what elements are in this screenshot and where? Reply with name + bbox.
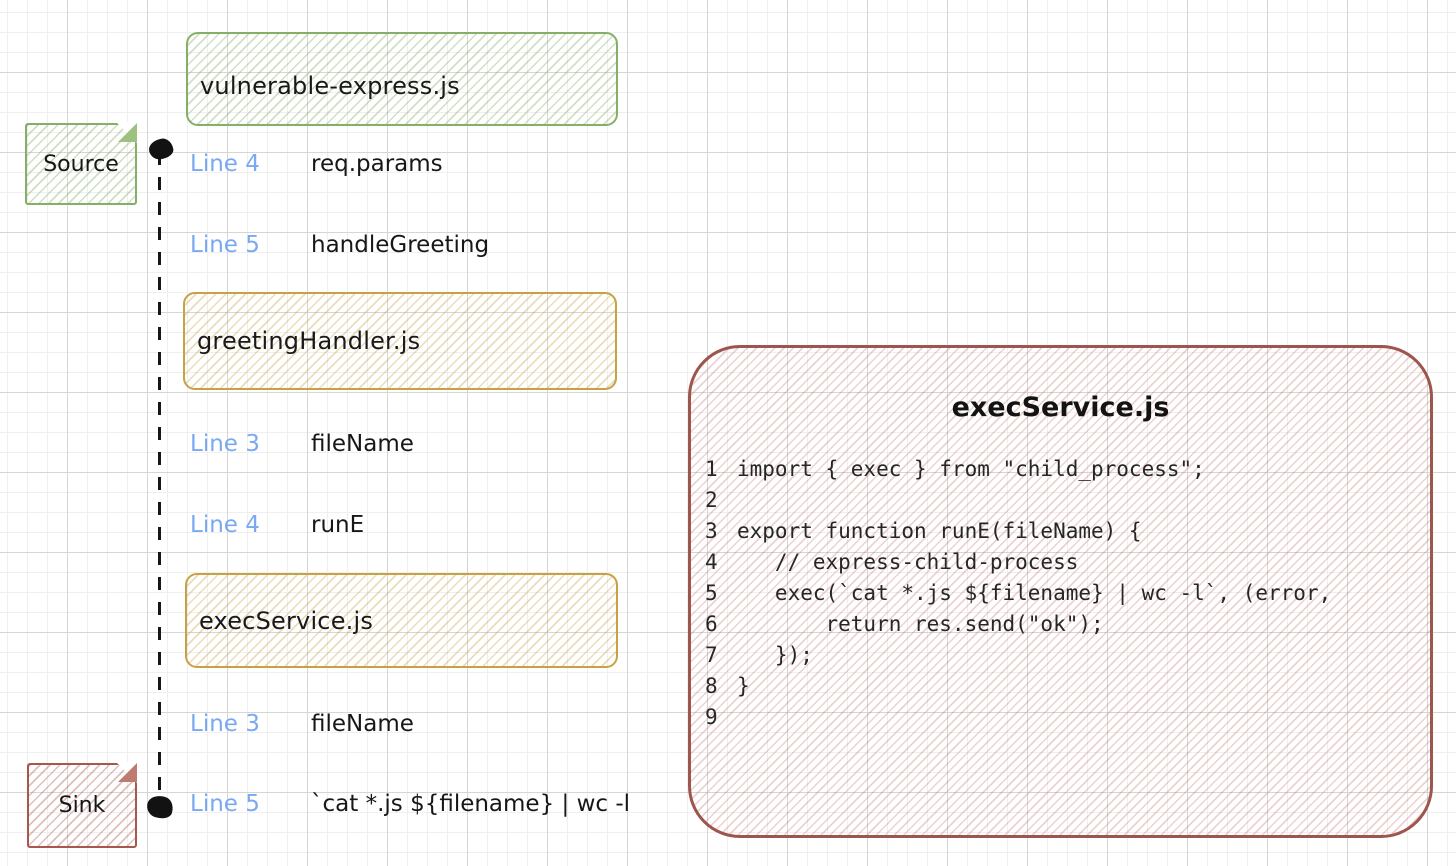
step-line-number: Line 5 xyxy=(190,232,260,258)
file-box-exec-service[interactable]: execService.js xyxy=(185,573,618,668)
source-label: Source xyxy=(43,151,119,177)
code-line-number: 8 xyxy=(705,674,718,698)
code-line: 3 export function runE(fileName) { xyxy=(705,516,1426,547)
step-line-number: Line 3 xyxy=(190,711,260,737)
file-box-greeting-handler[interactable]: greetingHandler.js xyxy=(183,292,617,390)
code-panel[interactable]: execService.js 1 import { exec } from "ch… xyxy=(688,345,1433,838)
code-line-text: }); xyxy=(737,643,813,667)
trace-step[interactable]: Line 4 runE xyxy=(190,512,364,538)
step-line-number: Line 5 xyxy=(190,791,260,817)
file-name-label: greetingHandler.js xyxy=(197,327,421,355)
code-line: 9 xyxy=(705,702,1426,733)
sink-endpoint-blob xyxy=(144,793,176,821)
code-line: 6 return res.send("ok"); xyxy=(705,609,1426,640)
source-note[interactable]: Source xyxy=(25,122,138,205)
code-line: 2 xyxy=(705,485,1426,516)
source-endpoint-blob xyxy=(147,136,175,162)
step-value: runE xyxy=(311,512,365,538)
code-panel-title: execService.js xyxy=(951,392,1170,423)
file-name-label: vulnerable-express.js xyxy=(200,72,460,100)
code-line-number: 4 xyxy=(705,550,718,574)
code-line-number: 6 xyxy=(705,612,718,636)
code-line: 5 exec(`cat *.js ${filename} | wc -l`, (… xyxy=(705,578,1426,609)
code-listing: 1 import { exec } from "child_process"; 2… xyxy=(705,454,1426,733)
file-box-vulnerable-express[interactable]: vulnerable-express.js xyxy=(186,32,618,126)
trace-step[interactable]: Line 5 handleGreeting xyxy=(190,232,489,258)
code-line-number: 7 xyxy=(705,643,718,667)
code-line-number: 2 xyxy=(705,488,718,512)
code-line-number: 3 xyxy=(705,519,718,543)
code-line-text: import { exec } from "child_process"; xyxy=(737,457,1205,481)
code-line: 8} xyxy=(705,671,1426,702)
step-line-number: Line 3 xyxy=(190,431,260,457)
step-line-number: Line 4 xyxy=(190,151,260,177)
trace-step[interactable]: Line 4 req.params xyxy=(190,151,443,177)
step-value: req.params xyxy=(311,151,443,177)
code-line-text xyxy=(737,485,1426,516)
code-line-text: return res.send("ok"); xyxy=(737,612,1104,636)
trace-connector-line xyxy=(158,152,161,810)
code-line-text: exec(`cat *.js ${filename} | wc -l`, (er… xyxy=(737,581,1332,605)
file-name-label: execService.js xyxy=(199,606,374,635)
trace-step[interactable]: Line 3 fileName xyxy=(190,431,414,457)
sink-note[interactable]: Sink xyxy=(27,762,138,848)
code-line-number: 9 xyxy=(705,705,718,729)
sink-label: Sink xyxy=(58,793,106,818)
code-line-number: 5 xyxy=(705,581,718,605)
code-line: 1 import { exec } from "child_process"; xyxy=(705,454,1426,485)
code-line-text: export function runE(fileName) { xyxy=(737,519,1142,543)
code-line-text: } xyxy=(737,674,750,698)
step-value: handleGreeting xyxy=(311,232,490,258)
step-line-number: Line 4 xyxy=(190,512,260,538)
step-value: `cat *.js ${filename} | wc -l xyxy=(311,791,631,817)
code-line: 4 // express-child-process xyxy=(705,547,1426,578)
step-value: fileName xyxy=(311,431,414,457)
code-line-number: 1 xyxy=(705,457,718,481)
code-line: 7 }); xyxy=(705,640,1426,671)
step-value: fileName xyxy=(311,711,414,737)
trace-step[interactable]: Line 5 `cat *.js ${filename} | wc -l xyxy=(190,791,630,817)
code-line-text xyxy=(737,702,1426,733)
trace-step[interactable]: Line 3 fileName xyxy=(190,711,414,737)
code-line-text: // express-child-process xyxy=(737,550,1079,574)
